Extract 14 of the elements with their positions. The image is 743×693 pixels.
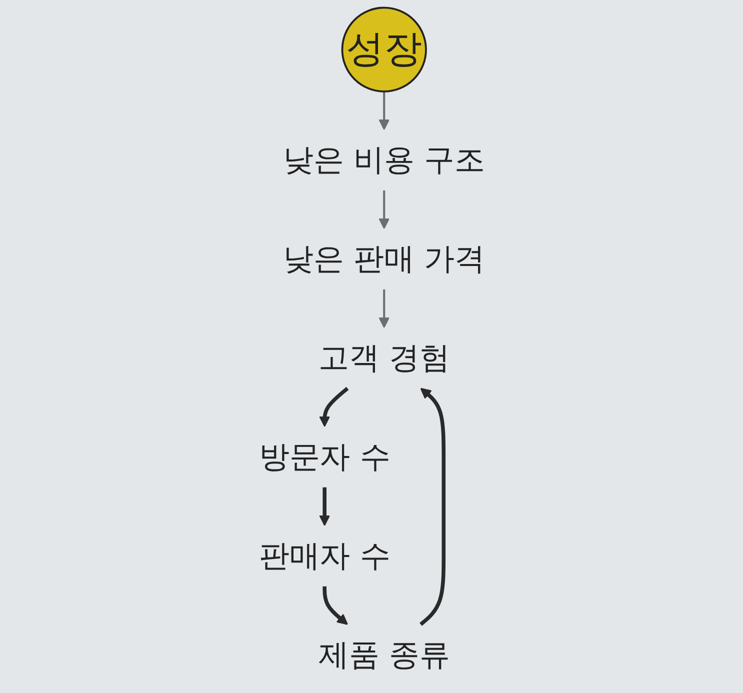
node-circle: 성장 [340, 6, 426, 92]
node-text: 제품 종류 [318, 637, 450, 673]
arrow [378, 91, 390, 130]
arrow [322, 586, 348, 625]
arrow [378, 190, 390, 229]
node-text: 판매자 수 [258, 538, 390, 574]
node-text: 방문자 수 [258, 439, 390, 475]
node-text: 낮은 비용 구조 [282, 142, 485, 178]
node-text: 낮은 판매 가격 [282, 241, 485, 277]
arrow [318, 386, 348, 427]
node-text: 고객 경험 [318, 340, 450, 376]
arrow [419, 388, 446, 626]
arrow [318, 487, 330, 526]
arrow [378, 289, 390, 328]
